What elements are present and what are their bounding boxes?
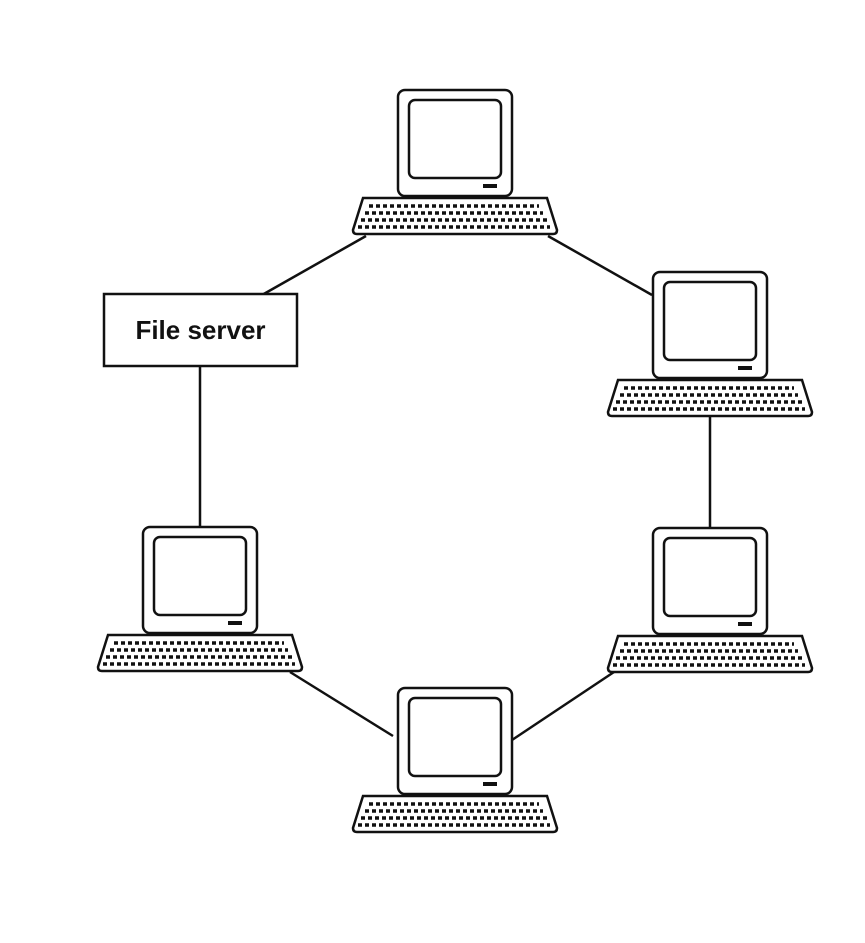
power-indicator: [483, 184, 497, 188]
link-server-top: [261, 234, 367, 297]
workstation-upper-right: [606, 270, 814, 418]
workstations: [96, 88, 814, 834]
file-server-box: [102, 292, 299, 368]
link-top-upper-right: [547, 234, 653, 297]
link-lower-right-bottom: [511, 670, 615, 742]
network-links: [198, 234, 712, 742]
monitor-screen: [152, 535, 248, 617]
power-indicator: [228, 621, 242, 625]
file-server: File server: [102, 292, 299, 368]
workstation-lower-left: [96, 525, 304, 673]
workstation-top: [351, 88, 559, 236]
monitor-screen: [662, 280, 758, 362]
power-indicator: [483, 782, 497, 786]
workstation-bottom: [351, 686, 559, 834]
monitor-screen: [407, 696, 503, 778]
power-indicator: [738, 622, 752, 626]
monitor-screen: [407, 98, 503, 180]
workstation-lower-right: [606, 526, 814, 674]
power-indicator: [738, 366, 752, 370]
monitor-screen: [662, 536, 758, 618]
file-server-label: File server: [135, 315, 265, 345]
link-bottom-lower-left: [289, 670, 394, 738]
